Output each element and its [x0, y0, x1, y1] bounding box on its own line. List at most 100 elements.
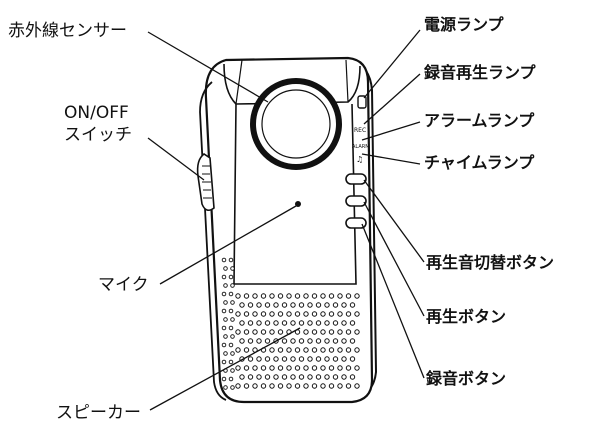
speaker-grille-hole: [315, 320, 322, 326]
speaker-grille-hole: [243, 329, 250, 335]
alarm-marking: ALARM: [352, 144, 370, 150]
label-recording-playback-lamp: 録音再生ランプ: [424, 63, 536, 82]
side-grille-hole: [228, 359, 234, 365]
side-grille-hole: [221, 376, 227, 382]
speaker-grille-hole: [354, 383, 360, 389]
speaker-grille-hole: [311, 347, 318, 353]
speaker-grille-hole: [341, 338, 347, 344]
side-grille-hole: [230, 317, 235, 322]
label-chime-lamp: チャイムランプ: [424, 153, 535, 172]
speaker-grille-hole: [269, 365, 275, 371]
speaker-grille-hole: [281, 374, 288, 380]
speaker-grille-hole: [332, 302, 339, 308]
speaker-grille-hole: [247, 320, 254, 326]
speaker-grille-hole: [303, 311, 309, 317]
speaker-grille-hole: [247, 302, 254, 308]
speaker-grille-hole: [281, 302, 288, 308]
leader-power-lamp: [363, 29, 421, 99]
side-grille-hole: [230, 300, 235, 305]
side-grille-hole: [221, 308, 227, 314]
leader-infrared-sensor: [147, 31, 269, 103]
leader-alarm-lamp: [361, 121, 421, 141]
speaker-grille-hole: [324, 338, 330, 344]
speaker-grille-hole: [239, 374, 245, 380]
rec-marking: REC: [354, 127, 366, 134]
speaker-grille-hole: [311, 329, 318, 335]
speaker-grille-hole: [269, 347, 275, 353]
speaker-grille-hole: [269, 383, 275, 389]
side-grille-hole: [223, 300, 228, 305]
speaker-grille-hole: [298, 302, 305, 308]
speaker-grille-hole: [337, 347, 343, 353]
speaker-grille-hole: [345, 347, 352, 353]
label-alarm-lamp: アラームランプ: [424, 111, 535, 130]
speaker-grille-hole: [239, 338, 245, 344]
speaker-grille-hole: [264, 356, 271, 362]
speaker-grille-hole: [315, 374, 322, 380]
side-grille-hole: [223, 266, 228, 271]
side-grille-hole: [223, 317, 228, 322]
speaker-grille-hole: [235, 383, 241, 389]
speaker-grille-hole: [320, 365, 326, 371]
speaker-grille-hole: [345, 365, 352, 371]
speaker-grille-hole: [332, 320, 339, 326]
speaker-grille-hole: [243, 365, 250, 371]
playback-button[interactable]: [345, 195, 367, 207]
speaker-grille-hole: [243, 347, 250, 353]
speaker-grille-hole: [307, 302, 313, 308]
onoff-switch[interactable]: [196, 153, 215, 212]
microphone-hole: [295, 201, 301, 207]
side-grille-hole: [228, 291, 234, 297]
speaker-grille-hole: [252, 329, 258, 335]
chime-marking: ♫: [356, 155, 363, 164]
speaker-grille-hole: [324, 302, 330, 308]
speaker-grille-hole: [290, 320, 296, 326]
speaker-grille-hole: [307, 338, 313, 344]
speaker-grille-hole: [337, 365, 343, 371]
speaker-grille-hole: [243, 383, 250, 389]
speaker-grille-hole: [256, 356, 262, 362]
side-grille-hole: [221, 342, 227, 348]
speaker-grille-hole: [315, 338, 322, 344]
speaker-grille-hole: [260, 329, 267, 335]
leader-speaker: [149, 327, 301, 411]
speaker-grille-hole: [332, 374, 339, 380]
speaker-grille-hole: [341, 356, 347, 362]
speaker-grille-hole: [345, 383, 352, 389]
speaker-grille-hole: [303, 329, 309, 335]
speaker-grille-hole: [286, 347, 292, 353]
speaker-grille-hole: [290, 302, 296, 308]
side-grille-hole: [228, 376, 234, 382]
side-grille-hole: [230, 351, 235, 356]
side-grille-hole: [228, 325, 234, 331]
speaker-grille-hole: [277, 347, 284, 353]
speaker-grille-hole: [349, 302, 356, 308]
speaker-grille-hole: [294, 293, 301, 299]
side-grille-hole: [221, 274, 227, 280]
side-grille: [221, 257, 235, 390]
speaker-grille-hole: [303, 293, 309, 299]
speaker-grille-hole: [239, 320, 245, 326]
speaker-grille-hole: [354, 365, 360, 371]
label-infrared-sensor: 赤外線センサー: [8, 21, 127, 41]
speaker-grille: [235, 293, 360, 389]
power-lamp: [357, 95, 367, 109]
label-power-lamp: 電源ランプ: [424, 15, 504, 34]
speaker-grille-hole: [277, 293, 284, 299]
speaker-grille-hole: [328, 293, 335, 299]
speaker-grille-hole: [298, 320, 305, 326]
device-top-cap-inner: [235, 59, 243, 105]
record-button[interactable]: [345, 217, 367, 229]
side-grille-hole: [230, 283, 235, 288]
speaker-grille-hole: [298, 374, 305, 380]
speaker-grille-hole: [354, 329, 360, 335]
speaker-grille-hole: [328, 365, 335, 371]
speaker-grille-hole: [264, 302, 271, 308]
speaker-grille-hole: [320, 329, 326, 335]
side-grille-hole: [221, 257, 227, 263]
speaker-grille-hole: [273, 356, 279, 362]
speaker-grille-hole: [328, 311, 335, 317]
speaker-grille-hole: [328, 383, 335, 389]
speaker-grille-hole: [277, 329, 284, 335]
playback-sound-switch-button[interactable]: [345, 173, 367, 185]
